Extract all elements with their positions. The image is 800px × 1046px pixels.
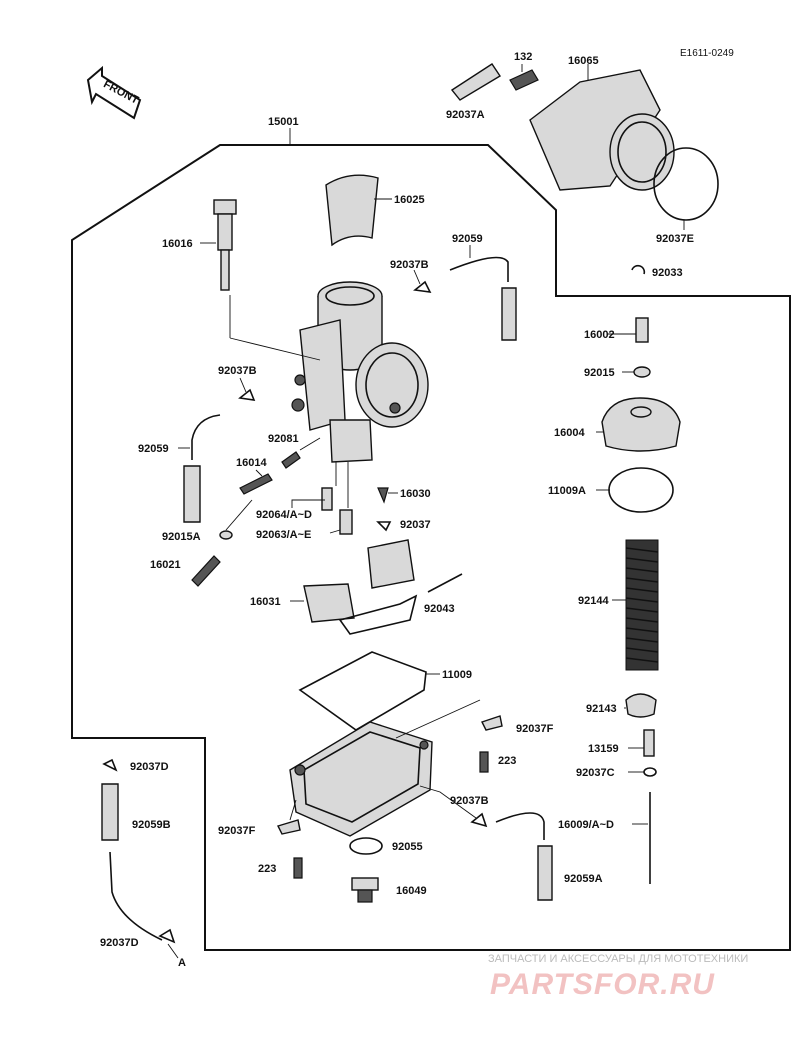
clip-92037C	[643, 767, 657, 777]
assembly-outline	[71, 144, 791, 951]
spring-92144	[625, 539, 659, 671]
label-16031: 16031	[250, 596, 281, 608]
label-92059B: 92059B	[132, 819, 171, 831]
washer-92015	[633, 366, 651, 378]
label-16009: 16009/A~D	[558, 819, 614, 831]
label-11009A: 11009A	[548, 485, 586, 497]
seat-92143	[625, 693, 657, 718]
label-92143: 92143	[586, 703, 617, 715]
label-92033: 92033	[652, 267, 683, 279]
tube-92059-left	[191, 414, 221, 460]
label-92055: 92055	[392, 841, 423, 853]
front-arrow-icon: FRONT	[86, 65, 142, 120]
screw-16021	[191, 555, 221, 587]
label-92063: 92063/A~E	[256, 529, 311, 541]
label-92037B-top: 92037B	[390, 259, 429, 271]
clip-13159	[643, 729, 655, 757]
gasket-11009A	[608, 467, 674, 513]
label-92037: 92037	[400, 519, 431, 531]
clip-92037F-a	[481, 715, 503, 731]
label-16004: 16004	[554, 427, 585, 439]
label-92015: 92015	[584, 367, 615, 379]
clip-92037B-left	[238, 388, 256, 401]
needle-16030	[377, 487, 389, 504]
label-92037D-b: 92037D	[100, 937, 139, 949]
ring-92033	[631, 264, 646, 275]
gasket-11009	[298, 651, 427, 731]
label-223-a: 223	[498, 755, 516, 767]
label-92059A: 92059A	[564, 873, 603, 885]
screw-223-a	[479, 751, 489, 773]
label-92059-top: 92059	[452, 233, 483, 245]
label-16021: 16021	[150, 559, 181, 571]
bolt-132	[509, 69, 539, 91]
float-bowl	[289, 721, 433, 837]
screw-16002	[635, 317, 649, 343]
label-16014: 16014	[236, 457, 267, 469]
tube-92059A	[495, 812, 545, 840]
cap-16004	[601, 397, 681, 452]
label-16049: 16049	[396, 885, 427, 897]
jet-92064	[321, 487, 333, 511]
screw-16014	[239, 473, 273, 495]
clamp-92037E	[653, 147, 719, 221]
spring-92081	[281, 451, 301, 469]
bracket-92037A	[450, 63, 501, 101]
label-132: 132	[514, 51, 532, 63]
label-11009: 11009	[442, 669, 472, 681]
label-16025: 16025	[394, 194, 425, 206]
clip-92037	[376, 521, 392, 532]
label-13159: 13159	[588, 743, 619, 755]
watermark-caption: ЗАПЧАСТИ И АКСЕССУАРЫ ДЛЯ МОТОТЕХНИКИ	[488, 953, 748, 965]
tube-92059B	[101, 783, 119, 841]
label-92037B-bottom: 92037B	[450, 795, 489, 807]
float-16031	[303, 539, 418, 635]
clip-92037D-b	[158, 928, 176, 944]
adjuster-16016	[213, 199, 237, 291]
clip-92037F-b	[277, 819, 301, 835]
label-92037C: 92037C	[576, 767, 615, 779]
label-92037F-a: 92037F	[516, 723, 554, 735]
watermark-brand: PARTSFOR.RU	[490, 968, 715, 1001]
label-16016: 16016	[162, 238, 193, 250]
label-92064: 92064/A~D	[256, 509, 312, 521]
label-92037A: 92037A	[446, 109, 485, 121]
label-92059-left: 92059	[138, 443, 169, 455]
washer-92015A	[219, 530, 233, 540]
screw-223-b	[293, 857, 303, 879]
clip-92037B-top	[413, 280, 432, 293]
label-223-b: 223	[258, 863, 276, 875]
label-92081: 92081	[268, 433, 299, 445]
label-92037D-a: 92037D	[130, 761, 169, 773]
label-92037B-left: 92037B	[218, 365, 257, 377]
intake-holder-16065	[529, 69, 675, 191]
oring-92055	[349, 837, 383, 855]
label-92015A: 92015A	[162, 531, 201, 543]
clip-92037D-a	[102, 758, 118, 772]
label-92037F-b: 92037F	[218, 825, 256, 837]
label-16002: 16002	[584, 329, 615, 341]
clip-92037B-bottom	[470, 812, 488, 828]
label-16030: 16030	[400, 488, 431, 500]
label-92144: 92144	[578, 595, 609, 607]
label-15001: 15001	[268, 116, 299, 128]
label-92037E: 92037E	[656, 233, 694, 245]
cover-16025	[325, 174, 379, 247]
jet-92063	[339, 509, 353, 535]
plug-16049	[351, 877, 379, 903]
tube-92059B-bend	[109, 851, 163, 941]
diagram-code: E1611-0249	[680, 48, 734, 59]
label-92043: 92043	[424, 603, 455, 615]
carburetor-body	[291, 281, 429, 463]
label-A-tail: A	[178, 957, 186, 969]
pin-92043	[427, 573, 463, 593]
tube-92059-top	[449, 256, 509, 282]
label-16065: 16065	[568, 55, 599, 67]
